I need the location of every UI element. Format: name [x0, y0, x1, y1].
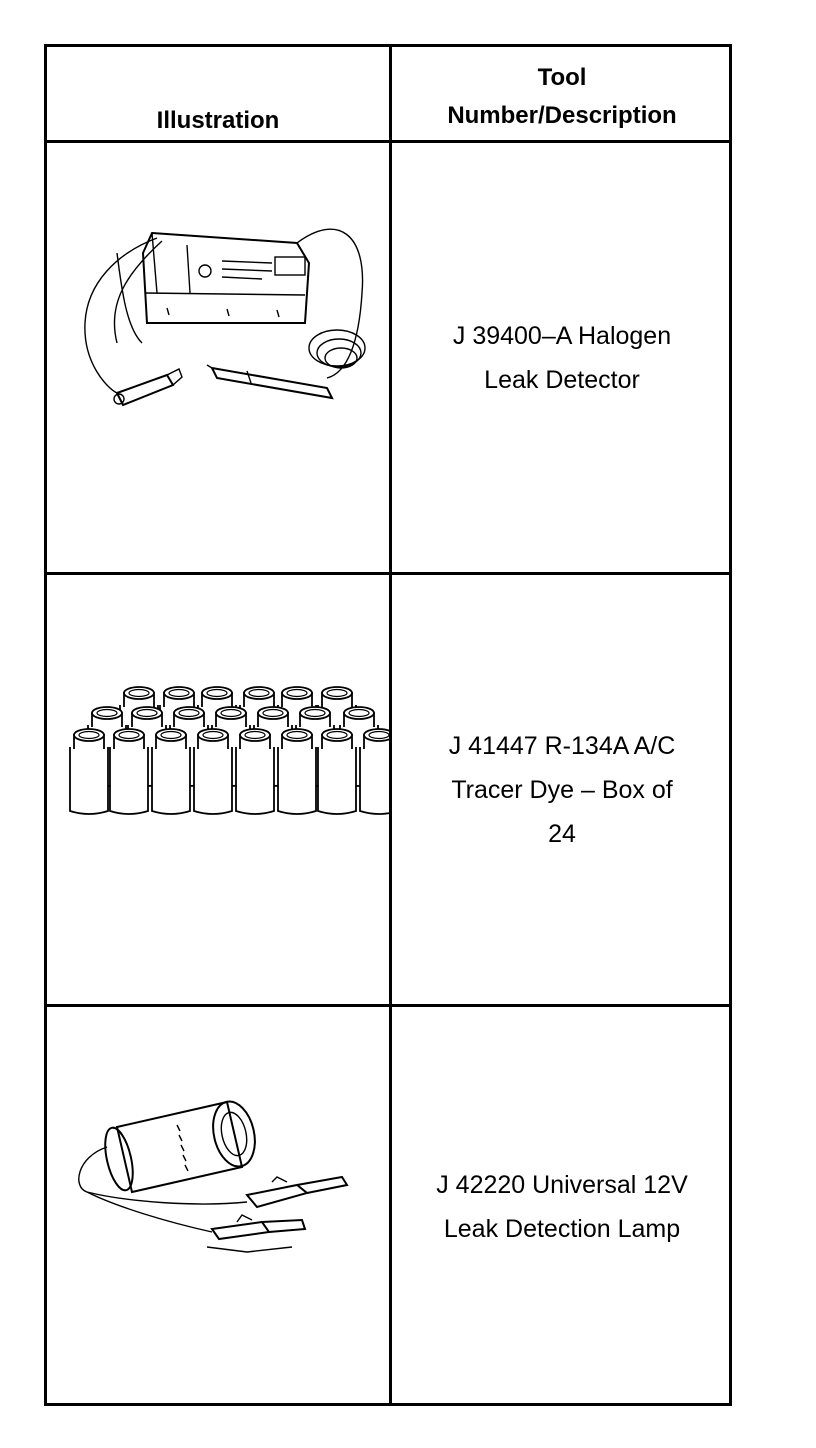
description-cell: J 41447 R-134A A/C Tracer Dye – Box of 2… [392, 575, 732, 1004]
description-line: J 39400–A Halogen [452, 321, 672, 350]
description-line: J 41447 R-134A A/C [448, 731, 676, 760]
dye-bottle [317, 728, 357, 815]
leak-detection-lamp-icon [78, 1100, 349, 1253]
header-tool-line1: Tool [537, 64, 587, 91]
halogen-leak-detector-icon [84, 228, 366, 407]
dye-bottle [109, 728, 149, 815]
description-line: J 42220 Universal 12V [436, 1170, 688, 1199]
description-line: 24 [548, 819, 576, 848]
header-illustration: Illustration [47, 47, 389, 143]
illustration-cell [47, 575, 389, 1004]
dye-bottle [69, 728, 109, 815]
dye-bottle [277, 728, 317, 815]
row-divider [47, 1004, 729, 1007]
header-illustration-label: Illustration [156, 107, 280, 134]
illustration-cell [47, 1007, 389, 1406]
tracer-dye-bottles-icon [69, 686, 389, 815]
table-row: J 42220 Universal 12V Leak Detection Lam… [47, 1007, 729, 1406]
header-tool-line2: Number/Description [447, 102, 677, 129]
table-row: J 39400–A Halogen Leak Detector [47, 143, 729, 572]
description-line: Leak Detection Lamp [443, 1214, 681, 1243]
column-divider [389, 47, 392, 1403]
tool-table: Illustration Tool Number/Description [44, 44, 732, 1406]
header-divider [47, 140, 729, 143]
description-line: Leak Detector [484, 365, 640, 394]
dye-bottle [193, 728, 233, 815]
illustration-cell [47, 143, 389, 572]
header-tool-description: Tool Number/Description [392, 47, 732, 143]
dye-bottle [151, 728, 191, 815]
dye-bottle [359, 728, 389, 815]
description-cell: J 39400–A Halogen Leak Detector [392, 143, 732, 572]
dye-bottle [235, 728, 275, 815]
table-row: J 41447 R-134A A/C Tracer Dye – Box of 2… [47, 575, 729, 1004]
row-divider [47, 572, 729, 575]
description-cell: J 42220 Universal 12V Leak Detection Lam… [392, 1007, 732, 1406]
description-line: Tracer Dye – Box of [451, 775, 673, 804]
